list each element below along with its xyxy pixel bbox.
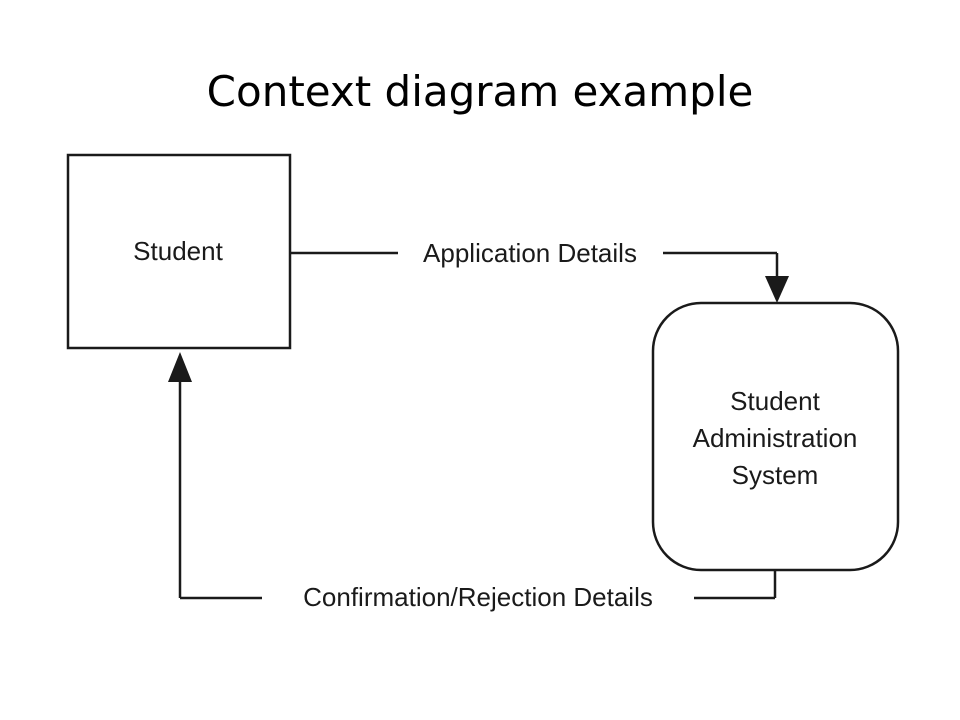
process-label-line-2: Administration	[693, 423, 858, 453]
confirmation-rejection-flow: Confirmation/Rejection Details	[168, 352, 777, 612]
student-entity-label: Student	[133, 236, 223, 266]
application-details-label: Application Details	[423, 238, 637, 268]
arrowhead-up	[168, 352, 192, 382]
application-details-flow: Application Details	[290, 238, 789, 303]
process-label-line-1: Student	[730, 386, 820, 416]
arrowhead-down	[765, 276, 789, 303]
student-entity-box	[66, 153, 292, 350]
confirmation-rejection-label: Confirmation/Rejection Details	[303, 582, 653, 612]
process-label-line-3: System	[732, 460, 819, 490]
slide-title: Context diagram example	[206, 67, 754, 116]
